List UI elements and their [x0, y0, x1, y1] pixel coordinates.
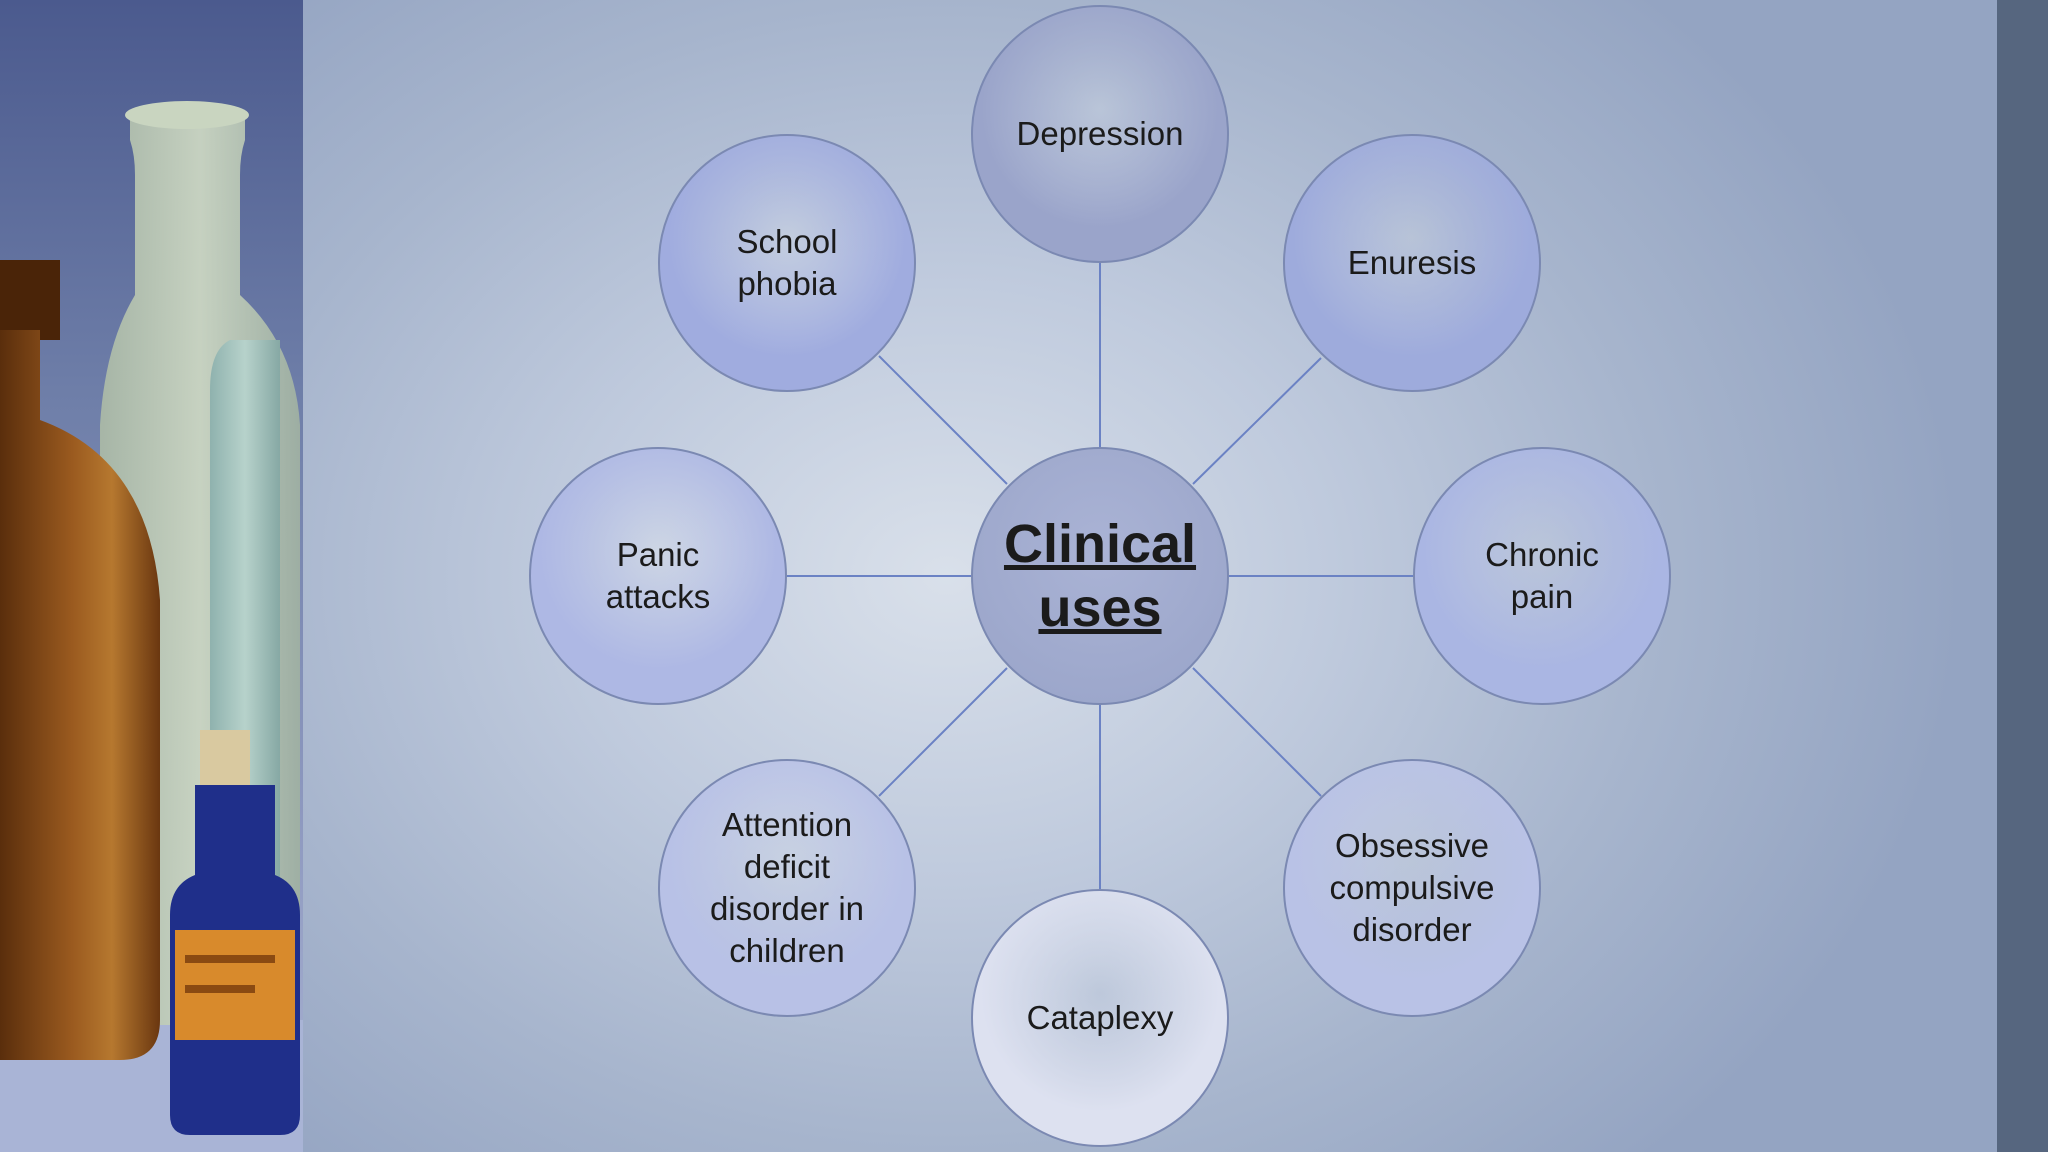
medicine-bottles-photo [0, 0, 303, 1152]
node-cataplexy: Cataplexy [971, 889, 1229, 1147]
node-panic-attacks: Panic attacks [529, 447, 787, 705]
hub-label: Clinical uses [1003, 514, 1197, 638]
node-label: Panic attacks [605, 536, 711, 615]
node-label: Chronic pain [1485, 536, 1599, 615]
node-label: Attention deficit disorder in children [709, 806, 865, 969]
right-edge-strip [1997, 0, 2048, 1152]
node-label: School phobia [736, 223, 838, 302]
node-clinical-uses-hub: Clinical uses [971, 447, 1229, 705]
node-depression: Depression [971, 5, 1229, 263]
node-enuresis: Enuresis [1283, 134, 1541, 392]
node-label: Obsessive compulsive disorder [1329, 827, 1495, 948]
node-adhd: Attention deficit disorder in children [658, 759, 916, 1017]
node-label: Enuresis [1347, 244, 1477, 281]
node-chronic-pain: Chronic pain [1413, 447, 1671, 705]
node-school-phobia: School phobia [658, 134, 916, 392]
node-label: Depression [1016, 115, 1184, 152]
node-label: Cataplexy [1026, 999, 1174, 1036]
node-ocd: Obsessive compulsive disorder [1283, 759, 1541, 1017]
bottles-illustration [0, 101, 303, 1152]
